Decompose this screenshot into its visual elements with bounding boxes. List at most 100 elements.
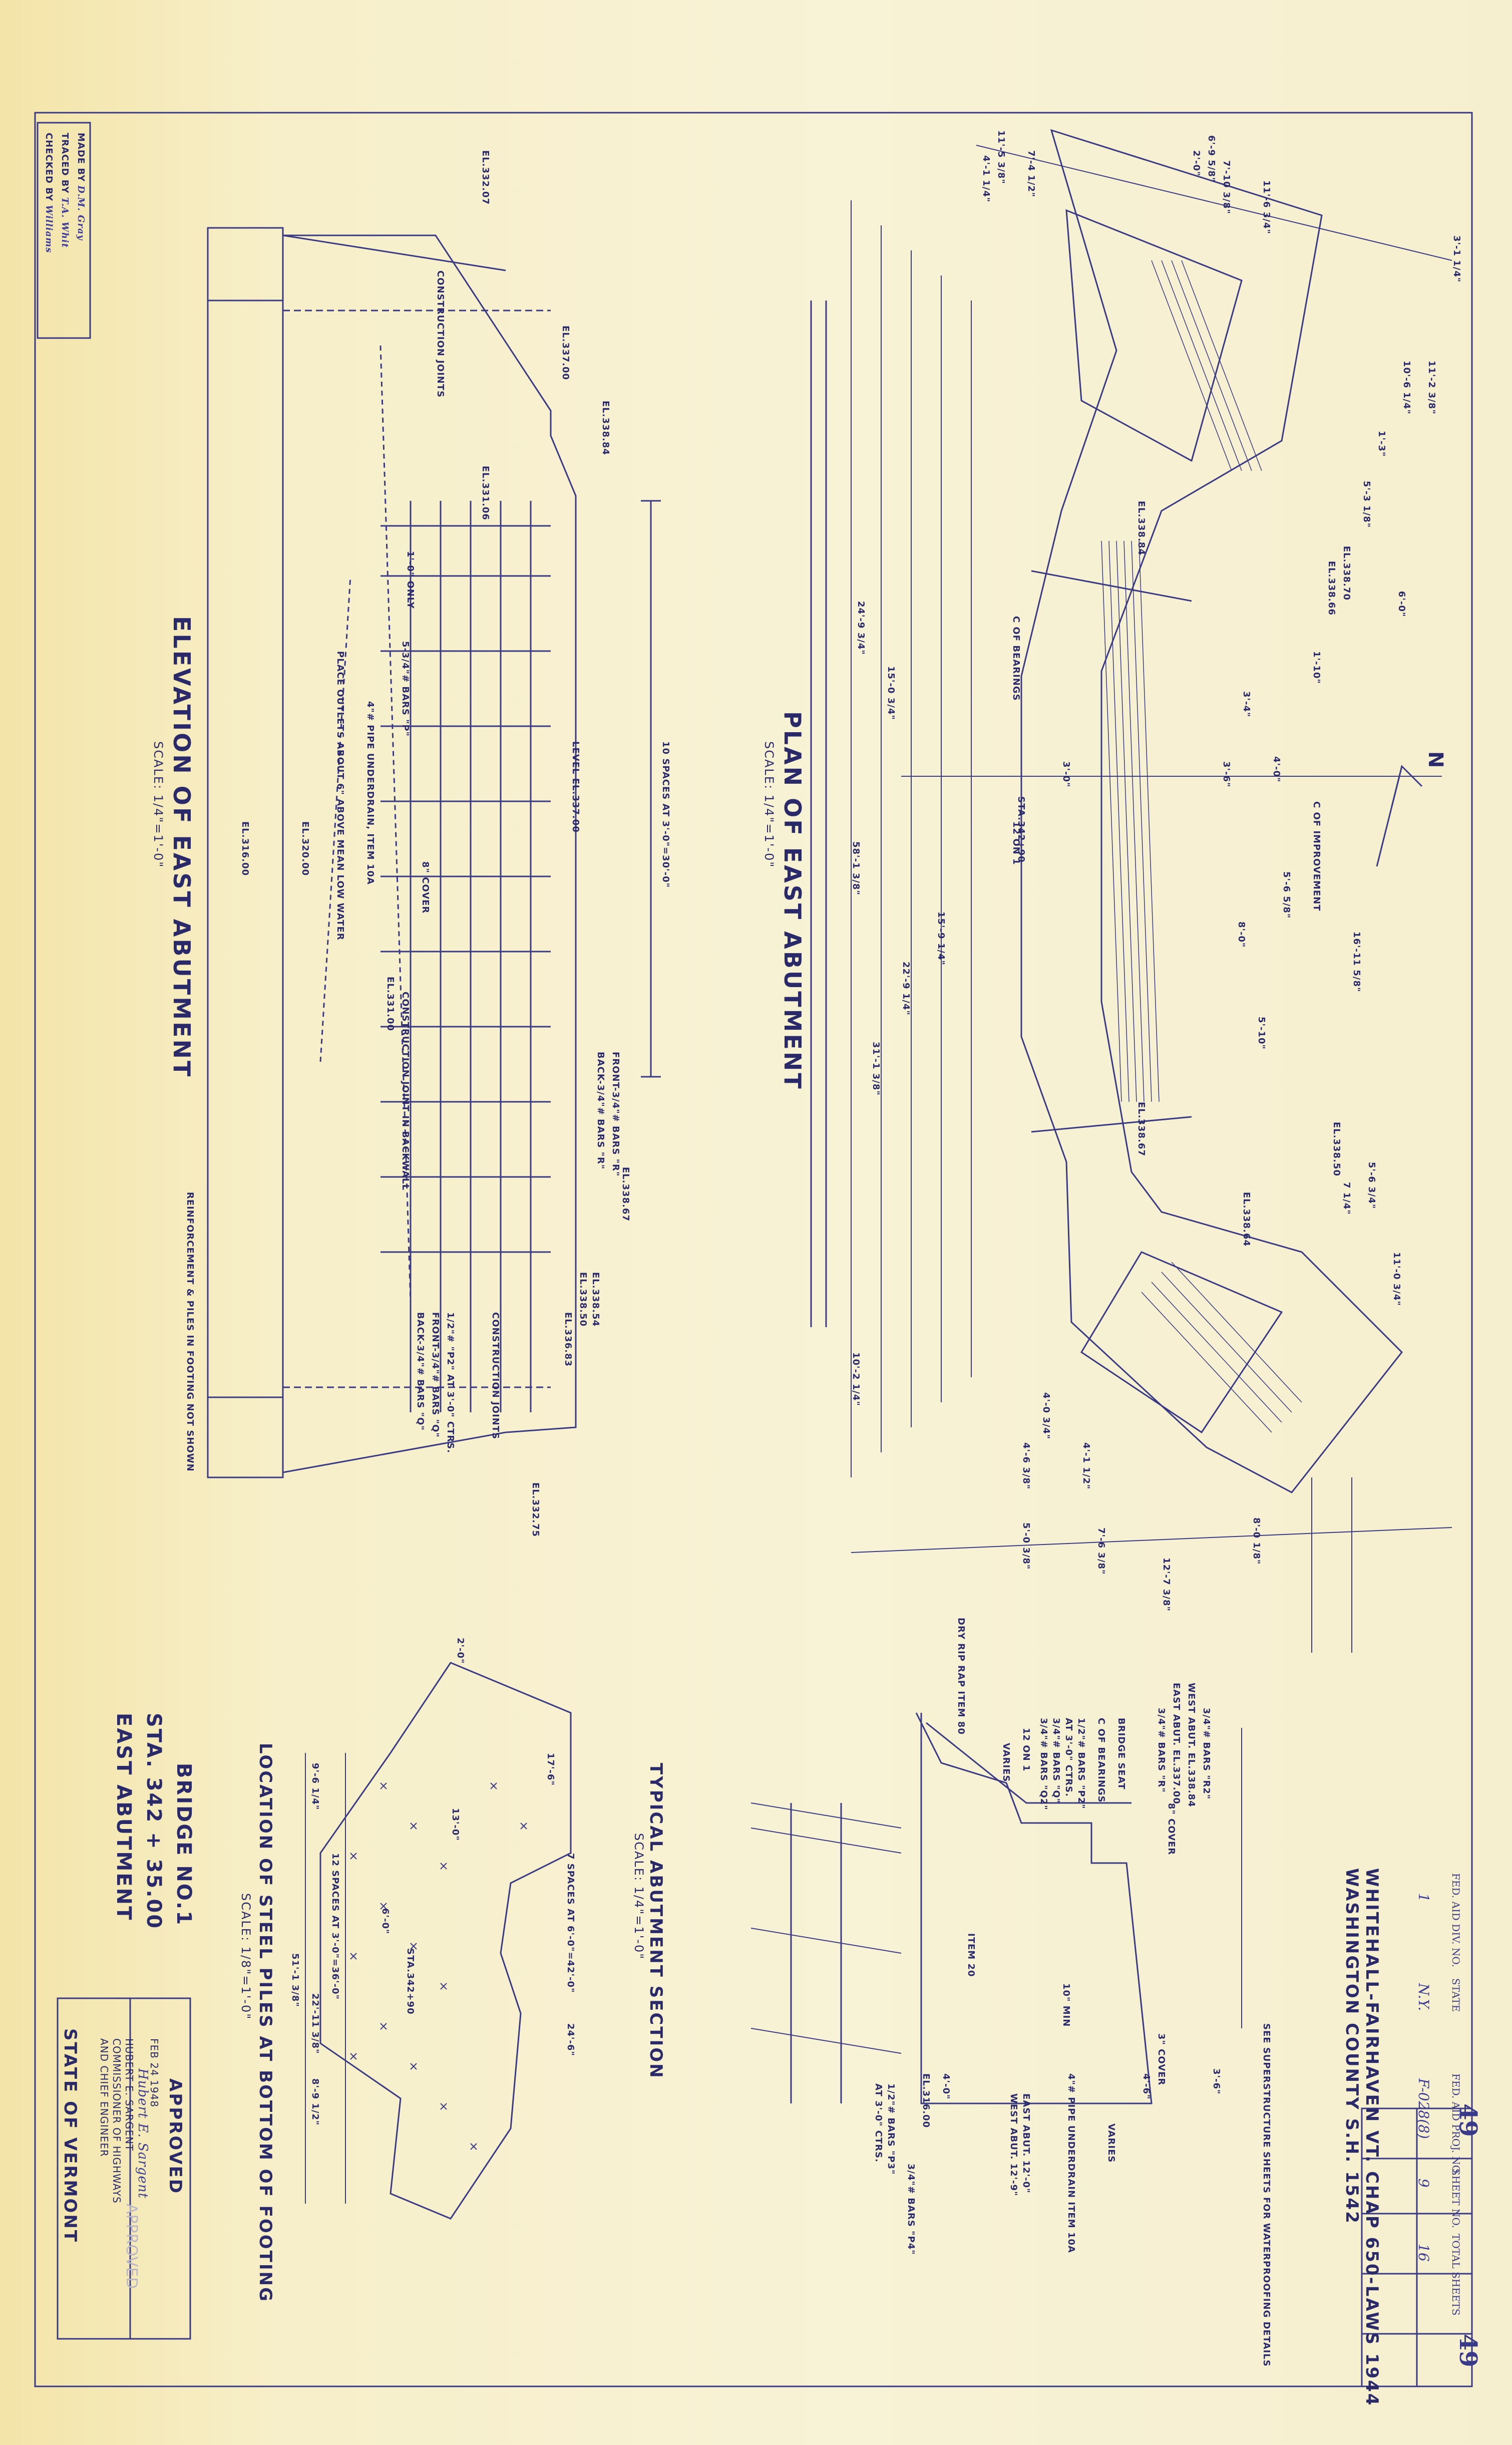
plan-label: 12'-7 3/8": [1161, 1558, 1172, 1612]
plan-label: 4'-0 3/4": [1041, 1392, 1051, 1440]
credits-traced-by: TRACED BY T.A. Whit: [60, 133, 70, 248]
section-label: VARIES: [1001, 1743, 1011, 1782]
plan-label: 8'-0 1/8": [1251, 1517, 1262, 1565]
section-title: TYPICAL ABUTMENT SECTION: [646, 1763, 666, 2079]
section-label: AT 3'-0" CTRS.: [1063, 1718, 1074, 1797]
section-label: 3/4"# BARS "Q2": [1038, 1718, 1049, 1810]
plan-label: 1'-3": [1376, 431, 1387, 457]
elevation-label: 8" COVER: [420, 861, 431, 914]
section-label: 4'-6": [1141, 2073, 1152, 2100]
piles-label: 22'-11 3/8": [310, 1993, 320, 2054]
plan-label: C OF IMPROVEMENT: [1311, 801, 1322, 911]
section-label: 4"# PIPE UNDERDRAIN ITEM 10A: [1066, 2073, 1076, 2253]
section-label: 1/2"# BARS "P2": [1076, 1718, 1086, 1809]
title-block-val4: 9: [1415, 2179, 1432, 2188]
elevation-label: CONSTRUCTION JOINTS: [490, 1312, 501, 1440]
plan-label: 11'-6 3/4": [1261, 180, 1272, 234]
plan-label: 11'-2 3/8": [1426, 361, 1437, 415]
elevation-label: FRONT-3/4"# BARS "Q": [430, 1312, 441, 1438]
piles-label: 51'-1 3/8": [290, 1953, 300, 2007]
section-label: 3/4"# BARS "P4": [906, 2164, 916, 2255]
plan-label: EL.338.66: [1326, 561, 1337, 616]
section-label: AT 3'-0" CTRS.: [873, 2083, 884, 2163]
bridge-number: BRIDGE NO.1: [172, 1763, 195, 1927]
plan-label: 2'-0": [1191, 150, 1202, 177]
title-block-project: WHITEHALL-FAIRHAVEN VT. CHAP 650-LAWS 19…: [1362, 1868, 1382, 2407]
plan-title: PLAN OF EAST ABUTMENT: [779, 711, 806, 1091]
piles-label: STA.342+90: [405, 1948, 416, 2015]
elevation-label: 10 SPACES AT 3'-0"=30'-0": [660, 741, 671, 888]
elevation-label: EL.338.54: [590, 1272, 601, 1327]
section-label: EAST ABUT. 12'-0": [1021, 2093, 1031, 2194]
piles-label: 24'-6": [565, 2023, 576, 2056]
elevation-scale: SCALE: 1/4"=1'-0": [151, 741, 165, 868]
elevation-label: REINFORCEMENT & PILES IN FOOTING NOT SHO…: [185, 1192, 195, 1472]
section-label: C OF BEARINGS: [1096, 1718, 1106, 1803]
section-label: VARIES: [1106, 2123, 1116, 2163]
section-label: 3'-6": [1211, 2068, 1222, 2095]
section-label: 12 ON 1: [1021, 1728, 1031, 1772]
elevation-label: 1'-0" ONLY: [405, 551, 416, 609]
plan-label: 5'-3 1/8": [1361, 481, 1372, 528]
credits-checked-by: CHECKED BY Williams: [44, 133, 54, 253]
approval-signature: Hubert E. Sargent: [135, 2068, 150, 2199]
elevation-label: EL.338.50: [578, 1272, 588, 1327]
section-label: DRY RIP RAP ITEM 80: [956, 1618, 966, 1735]
plan-label: 3'-1 1/4": [1451, 235, 1462, 283]
piles-label: 2'-0": [455, 1638, 466, 1664]
elevation-label: EL.316.00: [240, 821, 250, 876]
approval-name: HUBERT E. SARGENT: [123, 2038, 135, 2152]
elevation-label: EL.338.67: [620, 1167, 631, 1222]
plan-label: 11'-0 3/4": [1391, 1252, 1402, 1306]
elevation-label: 4"# PIPE UNDERDRAIN, ITEM 10A: [365, 701, 375, 885]
plan-label: 22'-9 1/4": [901, 962, 911, 1016]
elevation-label: EL.332.07: [480, 150, 491, 205]
plan-label: 5'-6 5/8": [1281, 871, 1292, 919]
title-block-val1: 1: [1415, 1893, 1432, 1902]
elevation-label: FRONT-3/4"# BARS "R": [610, 1052, 621, 1177]
plan-label: EL.338.67: [1136, 1102, 1147, 1157]
section-label: 4'-0": [941, 2073, 951, 2100]
bridge-part: EAST ABUTMENT: [112, 1713, 135, 1922]
plan-label: 6'-0": [1396, 591, 1407, 618]
piles-scale: SCALE: 1/8"=1'-0": [239, 1893, 253, 2020]
elevation-label: CONSTRUCTION JOINT IN BACKWALL: [400, 992, 411, 1191]
plan-label: 3'-6": [1221, 761, 1232, 788]
plan-label: 11'-5 3/8": [996, 130, 1006, 184]
plan-label: 16'-11 5/8": [1351, 932, 1362, 993]
section-label: ITEM 20: [966, 1933, 976, 1977]
plan-label: 10'-6 1/4": [1401, 361, 1412, 415]
section-label: EAST ABUT. EL.337.00: [1171, 1683, 1182, 1804]
plan-label: 5'-0 3/8": [1021, 1522, 1031, 1570]
plan-label: 6'-9 5/8": [1206, 135, 1217, 183]
plan-label: 7 1/4": [1341, 1182, 1352, 1215]
section-label: 10" MIN: [1061, 1983, 1071, 2027]
elevation-label: EL.338.84: [600, 401, 611, 456]
title-block-val5: 16: [1415, 2244, 1432, 2262]
plan-scale: SCALE: 1/4"=1'-0": [762, 741, 776, 868]
plan-label: EL.338.50: [1331, 1122, 1342, 1177]
elevation-label: PLACE OUTLETS ABOUT 6" ABOVE MEAN LOW WA…: [335, 651, 345, 941]
piles-label: 8'-9 1/2": [310, 2078, 320, 2126]
plan-label: 7'-4 1/2": [1026, 150, 1036, 198]
piles-label: 13'-0": [450, 1808, 461, 1841]
title-block-val3: F-028(8): [1415, 2078, 1432, 2139]
north-arrow-label: N: [1424, 751, 1447, 770]
section-label: WEST ABUT. 12'-9": [1008, 2093, 1019, 2197]
section-label: 3/4"# BARS "R2": [1201, 1708, 1212, 1800]
plan-label: 4'-6 3/8": [1021, 1442, 1031, 1490]
elevation-label: BACK-3/4"# BARS "R": [595, 1052, 606, 1170]
plan-label: EL.338.84: [1136, 501, 1147, 556]
elevation-label: EL.337.00: [560, 326, 571, 381]
sheet-stamp-corner: 49: [1454, 2334, 1482, 2367]
elevation-label: BACK-3/4"# BARS "Q": [415, 1312, 426, 1431]
piles-label: 9'-6 1/4": [310, 1763, 320, 1810]
title-block-col2: STATE: [1450, 1978, 1462, 2012]
plan-label: 8'-0": [1236, 922, 1247, 948]
elevation-label: EL.331.06: [480, 466, 491, 521]
sheet-stamp: 49: [1454, 2103, 1482, 2137]
section-label: 1/2"# BARS "P3": [886, 2083, 896, 2175]
plan-label: 15'-0 3/4": [886, 666, 896, 720]
